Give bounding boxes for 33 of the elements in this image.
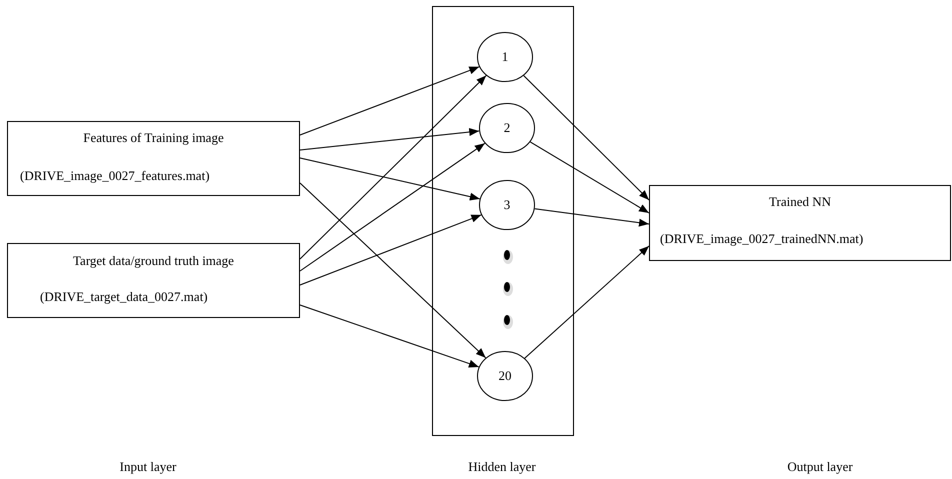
arrow [300,182,486,358]
arrow [523,75,650,200]
layer-box [432,6,574,436]
process-box [649,185,951,261]
neuron-circle [479,180,535,230]
neuron-number: 3 [504,197,510,213]
neuron-number: 1 [502,49,508,65]
arrow [300,66,480,136]
process-box [7,243,300,318]
arrow [300,304,480,368]
arrow [524,246,650,359]
neuron-circle [477,32,533,82]
box-title: Trained NN [768,194,832,210]
layer-label: Input layer [120,459,176,475]
neuron-number: 2 [504,120,510,136]
box-title: Features of Training image [82,130,225,146]
file-name: (DRIVE_image_0027_features.mat) [20,168,210,184]
neuron-circle [479,103,535,153]
arrow [300,75,487,260]
layer-label: Output layer [787,459,853,475]
arrow [300,128,480,150]
box-title: Target data/ground truth image [72,253,235,269]
neuron-circle [477,351,533,401]
arrow [534,208,650,227]
layer-label: Hidden layer [468,459,536,475]
neuron-number: 20 [498,368,512,384]
arrow [300,214,482,286]
arrow [300,158,480,201]
arrow [300,142,486,272]
file-name: (DRIVE_target_data_0027.mat) [40,289,208,305]
process-box [7,121,300,196]
arrow [530,141,650,214]
file-name: (DRIVE_image_0027_trainedNN.mat) [660,231,864,247]
